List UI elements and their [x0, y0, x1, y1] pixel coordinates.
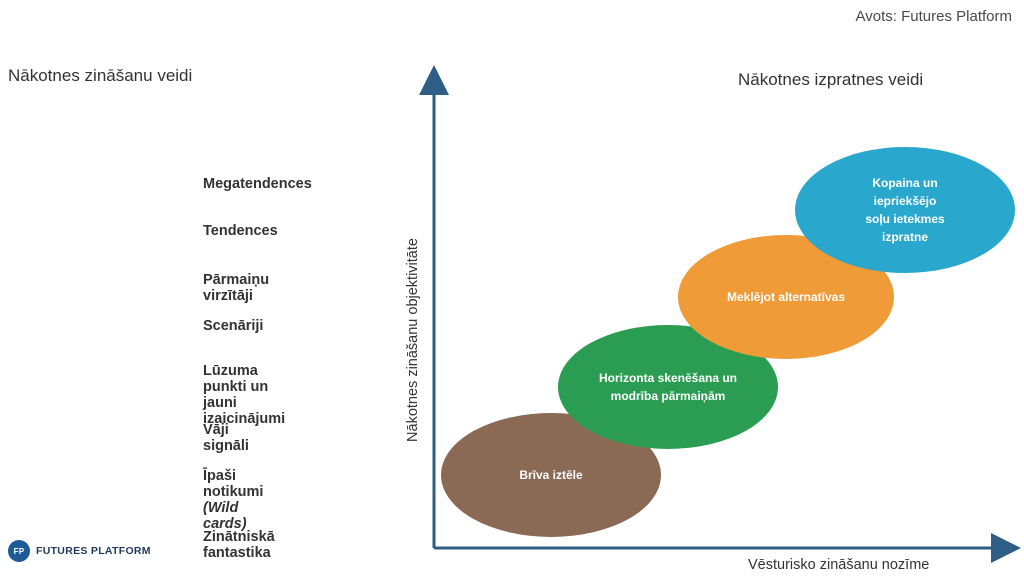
bubble-seeking-alternatives [678, 235, 894, 359]
knowledge-type-item: Tendences [203, 207, 278, 239]
bubble-overview-understanding [795, 147, 1015, 273]
knowledge-type-label: Pārmaiņu virzītāji [203, 272, 270, 304]
knowledge-type-sublabel: (Wild cards) [203, 500, 247, 532]
understanding-types-title: Nākotnes izpratnes veidi [738, 70, 924, 89]
knowledge-type-item: Megatendences [203, 160, 312, 192]
knowledge-type-label: Scenāriji [203, 318, 264, 334]
logo-text: FUTURES PLATFORM [36, 545, 151, 557]
knowledge-type-label: Megatendences [203, 176, 312, 192]
knowledge-types-title: Nākotnes zināšanu veidi [8, 66, 193, 85]
fp-logo-icon: FP [8, 540, 30, 562]
bubble-horizon-scanning [558, 325, 778, 449]
bubble-label-overview-understanding: Kopaina un iepriekšējo soļu ietekmes izp… [865, 176, 945, 244]
knowledge-type-item: Pārmaiņu virzītāji [203, 256, 269, 304]
knowledge-type-label: Vāji signāli [203, 422, 249, 454]
knowledge-type-item: Īpaši notikumi (Wild cards) [203, 452, 263, 548]
bubble-free-imagination [441, 413, 661, 537]
knowledge-type-item: Vāji signāli [203, 406, 249, 454]
knowledge-type-item: Lūzuma punkti un jauni izaicinājumi [203, 347, 285, 427]
futures-platform-logo: FP FUTURES PLATFORM [8, 540, 151, 562]
x-axis-label: Vēsturisko zināšanu nozīme [748, 557, 930, 573]
source-note: Avots: Futures Platform [855, 8, 1012, 25]
bubble-label-seeking-alternatives: Meklējot alternatīvas [726, 290, 846, 304]
y-axis-label: Nākotnes zināšanu objektivitāte [405, 238, 421, 442]
knowledge-type-item: Scenāriji [203, 302, 263, 334]
knowledge-type-label: Tendences [203, 223, 278, 239]
knowledge-type-label: Lūzuma punkti un jauni izaicinājumi [203, 363, 286, 427]
knowledge-type-label: Zinātniskā fantastika [203, 529, 275, 561]
bubble-label-horizon-scanning: Horizonta skenēšana un modrība pārmaiņām [598, 371, 738, 403]
knowledge-type-item: Zinātniskā fantastika [203, 513, 275, 561]
bubble-label-free-imagination: Brīva iztēle [519, 468, 583, 482]
knowledge-type-label: Īpaši notikumi [203, 468, 264, 500]
